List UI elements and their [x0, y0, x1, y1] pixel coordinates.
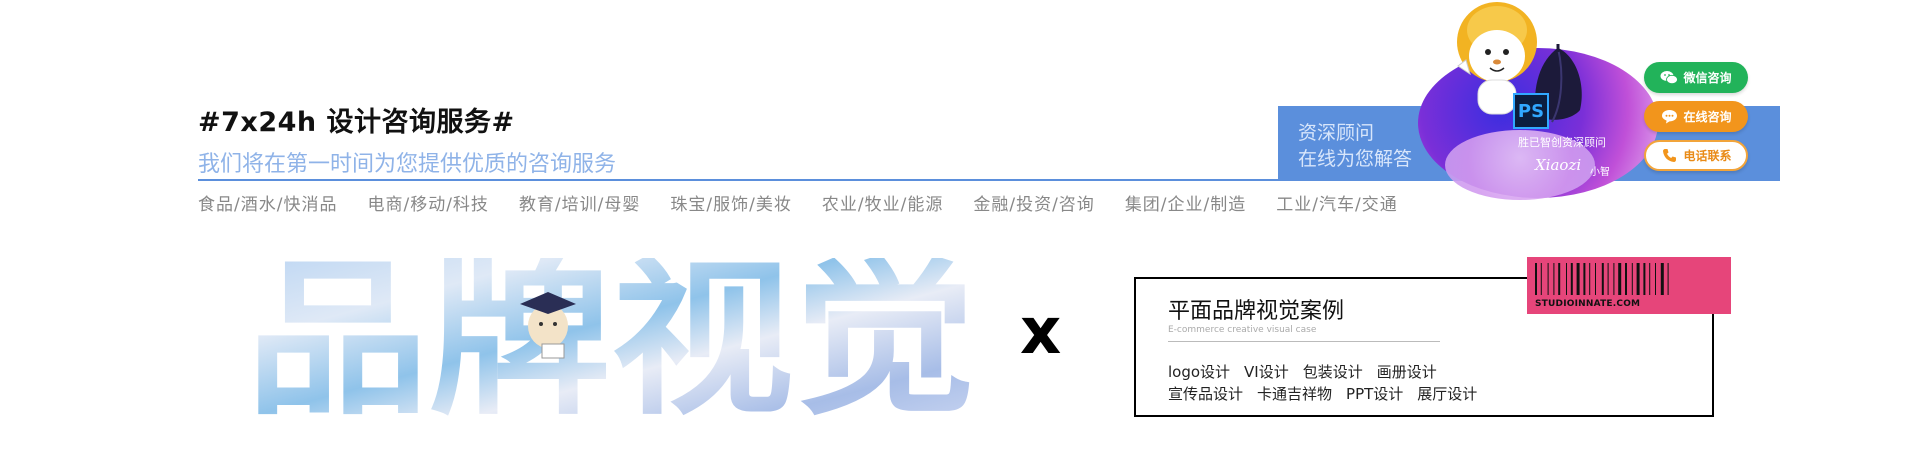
- blue-divider: [198, 179, 1780, 181]
- industry-item: 工业/汽车/交通: [1276, 195, 1398, 215]
- case-title: 平面品牌视觉案例: [1168, 299, 1345, 324]
- service-tag: PPT设计: [1346, 385, 1404, 403]
- industry-item: 教育/培训/母婴: [518, 195, 641, 215]
- service-tag: 卡通吉祥物: [1257, 385, 1333, 403]
- industry-item: 集团/企业/制造: [1124, 195, 1247, 215]
- subline: 我们将在第一时间为您提供优质的咨询服务: [198, 152, 617, 177]
- industry-item: 金融/投资/咨询: [973, 195, 1095, 215]
- industry-item: 食品/酒水/快消品: [198, 195, 338, 215]
- x-mark: x: [1020, 295, 1062, 369]
- wechat-consult-button[interactable]: 微信咨询: [1644, 62, 1748, 93]
- industry-list: 食品/酒水/快消品 电商/移动/科技 教育/培训/母婴 珠宝/服饰/美妆 农业/…: [198, 190, 1428, 215]
- industry-item: 农业/牧业/能源: [821, 195, 944, 215]
- wechat-consult-label: 微信咨询: [1683, 71, 1732, 85]
- advisor-label: 胜已智创资深顾问: [1518, 136, 1606, 149]
- consult-line-2: 在线为您解答: [1298, 148, 1413, 170]
- service-tag: 展厅设计: [1417, 385, 1478, 403]
- barcode-label: STUDIOINNATE.COM: [1527, 257, 1731, 314]
- signature-name: 小智: [1590, 167, 1610, 178]
- service-tag: 画册设计: [1376, 363, 1437, 381]
- phone-contact-button[interactable]: 电话联系: [1644, 140, 1748, 171]
- service-tag: logo设计: [1168, 363, 1231, 381]
- gradient-blob-light: [1445, 130, 1595, 200]
- wechat-icon: [1660, 70, 1679, 86]
- service-tags-row-1: logo设计 VI设计 包装设计 画册设计: [1168, 361, 1451, 382]
- online-consult-label: 在线咨询: [1683, 110, 1732, 124]
- case-subtitle: E-commerce creative visual case: [1168, 325, 1317, 335]
- industry-item: 电商/移动/科技: [367, 195, 489, 215]
- brand-title: 品牌视觉: [246, 258, 976, 418]
- service-tag: 宣传品设计: [1168, 385, 1244, 403]
- graduate-mascot-icon: [520, 292, 576, 359]
- brand-title-text: 品牌视觉: [246, 258, 976, 418]
- ps-badge-icon: PS: [1513, 93, 1549, 129]
- online-consult-button[interactable]: 在线咨询: [1644, 101, 1748, 132]
- phone-contact-label: 电话联系: [1683, 149, 1732, 163]
- service-tag: VI设计: [1244, 363, 1289, 381]
- barcode-text: STUDIOINNATE.COM: [1535, 299, 1641, 309]
- consult-line-1: 资深顾问: [1298, 122, 1375, 144]
- service-tag: 包装设计: [1302, 363, 1363, 381]
- mascot-icon: [1457, 2, 1537, 115]
- industry-item: 珠宝/服饰/美妆: [670, 195, 792, 215]
- phone-icon: [1660, 148, 1678, 164]
- barcode-icon: [1535, 263, 1669, 295]
- case-divider: [1168, 341, 1440, 342]
- signature: Xiaozi: [1535, 156, 1582, 174]
- chat-bubble-icon: [1660, 109, 1678, 125]
- service-tags-row-2: 宣传品设计 卡通吉祥物 PPT设计 展厅设计: [1168, 383, 1491, 404]
- headline: #7x24h 设计咨询服务#: [198, 107, 515, 138]
